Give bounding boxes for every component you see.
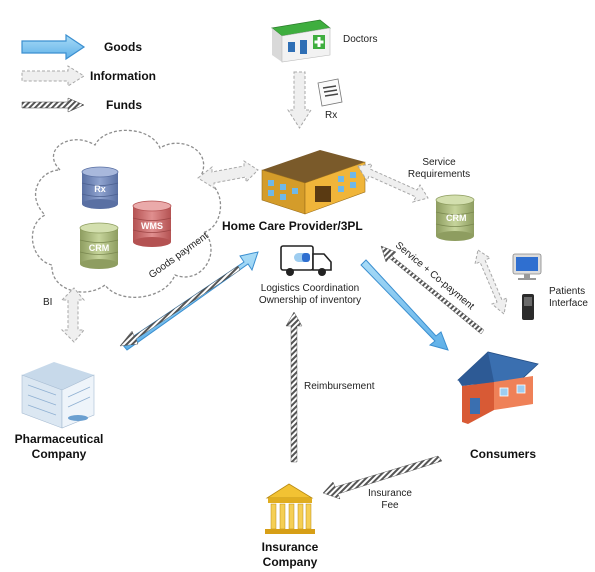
provider-crm-info-arrow	[357, 163, 429, 203]
wms-database-icon	[132, 200, 172, 247]
insurance-line2: Company	[262, 555, 318, 569]
insurance-fee-line2: Fee	[381, 500, 399, 511]
consumers-label: Consumers	[470, 447, 537, 461]
pharma-line2: Company	[31, 447, 87, 461]
insurance-line1: Insurance	[261, 540, 319, 554]
reimbursement-funds-arrow	[285, 311, 303, 463]
office-building-icon	[21, 362, 95, 429]
cloud-provider-info-arrow	[197, 160, 259, 189]
bi-info-arrow	[60, 287, 86, 343]
delivery-truck-icon	[280, 245, 332, 276]
rx-document-label: Rx	[325, 110, 338, 121]
crm-patients-info-arrow	[474, 249, 508, 315]
funds-legend-arrow	[21, 97, 85, 113]
legend-goods-label: Goods	[104, 40, 142, 54]
reimbursement-label: Reimbursement	[304, 381, 375, 392]
monitor-icon	[512, 253, 542, 280]
insurance-fee-funds-arrow	[322, 455, 443, 500]
db-rx-label: Rx	[94, 184, 106, 194]
legend-information-label: Information	[90, 69, 156, 83]
insurance-fee-line1: Insurance	[368, 488, 412, 499]
service-requirements-line1: Service	[422, 157, 456, 168]
provider-label: Home Care Provider/3PL	[222, 219, 363, 233]
bank-icon	[265, 483, 315, 534]
rx-database-icon	[81, 166, 119, 209]
goods-payment-funds-arrow	[119, 265, 241, 347]
doctors-label: Doctors	[343, 34, 378, 45]
logistics-line1: Logistics Coordination	[260, 283, 360, 294]
db-crm-label: CRM	[88, 243, 110, 253]
service-requirements-line2: Requirements	[407, 169, 471, 180]
service-copayment-funds-arrow	[380, 245, 485, 335]
legend	[21, 33, 86, 113]
patients-line2: Interface	[549, 298, 588, 309]
prescription-document-icon	[317, 78, 343, 107]
systems-cloud	[31, 129, 222, 298]
patients-line1: Patients	[549, 286, 586, 297]
goods-legend-arrow	[21, 33, 86, 61]
crm-right-label: CRM	[446, 213, 467, 223]
provider-to-consumers-goods-arrow	[360, 259, 449, 351]
warehouse-building-icon	[261, 150, 366, 215]
legend-funds-label: Funds	[106, 98, 142, 112]
house-icon	[457, 351, 539, 424]
pharma-line1: Pharmaceutical	[14, 432, 104, 446]
crm-database-icon	[79, 222, 119, 269]
db-wms-label: WMS	[141, 221, 163, 231]
bi-label: BI	[43, 297, 53, 308]
information-legend-arrow	[21, 65, 85, 87]
doctors-to-provider-info-arrow	[287, 71, 312, 129]
crm-right-database-icon	[435, 194, 475, 241]
clinic-icon	[271, 19, 331, 63]
logistics-line2: Ownership of inventory	[258, 295, 362, 306]
phone-icon	[522, 294, 534, 320]
